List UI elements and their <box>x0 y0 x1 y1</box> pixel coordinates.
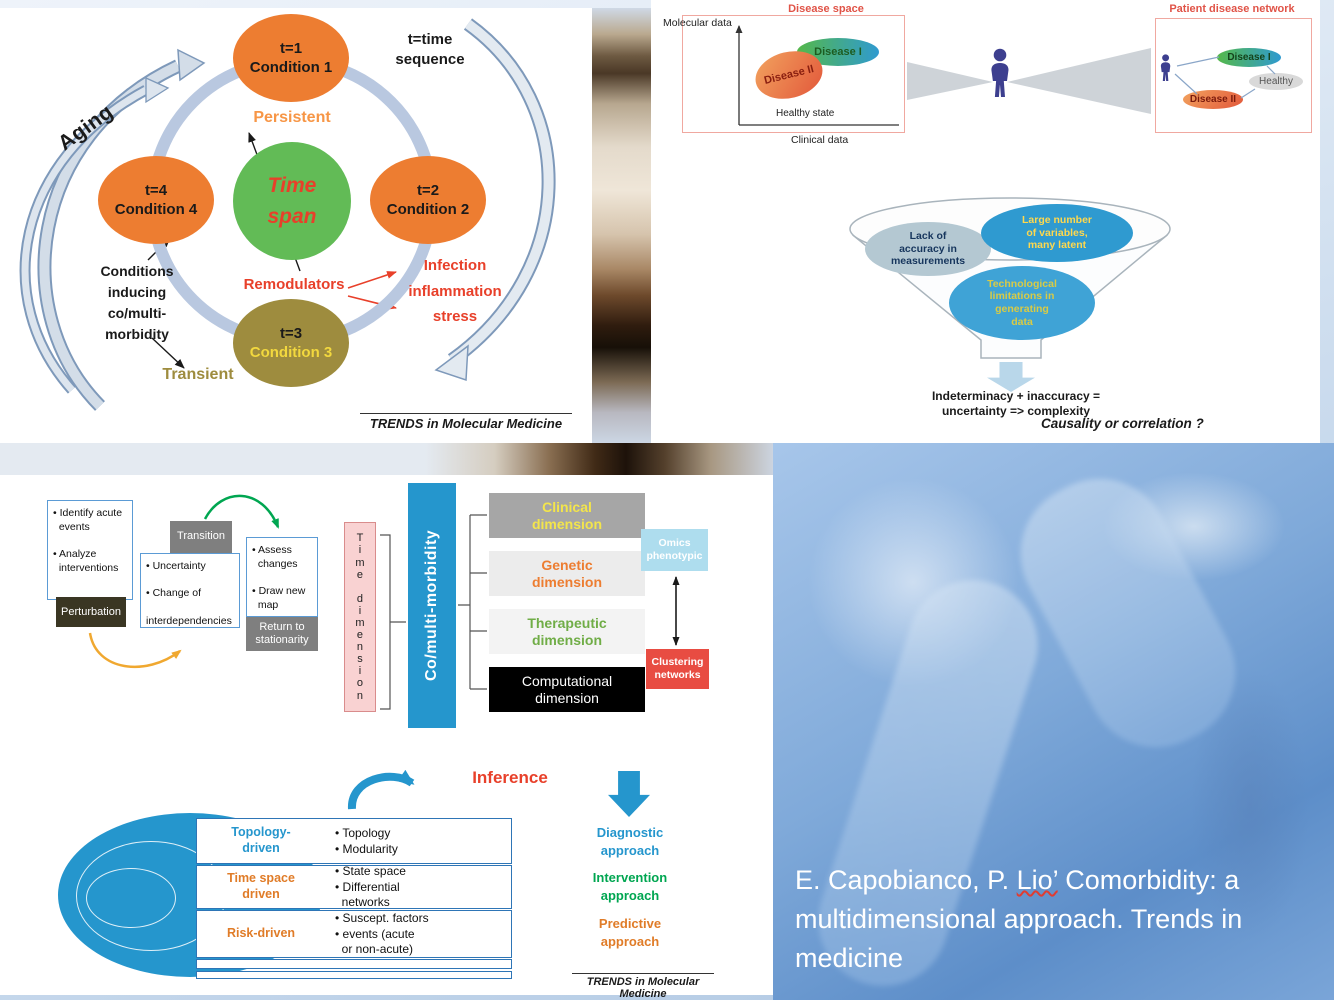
clinical-dimension-box: Clinical dimension <box>489 493 645 538</box>
projection-wedge <box>1007 48 1151 114</box>
condition-node-2: t=2 Condition 2 <box>370 156 486 244</box>
return-stationarity-box: Return to stationarity <box>246 617 318 651</box>
assess-changes-box: • Assess changes • Draw new map <box>246 537 318 617</box>
x-axis-label: Clinical data <box>791 134 849 146</box>
therapeutic-dimension-box: Therapeutic dimension <box>489 609 645 654</box>
diagnostic-approach-label: Diagnostic approach <box>596 825 664 858</box>
node-time: t=3 <box>279 324 303 342</box>
node-name: Condition 2 <box>386 201 470 218</box>
down-arrow-icon <box>987 362 1035 392</box>
condition-node-4: t=4 Condition 4 <box>98 156 214 244</box>
time-cycle-panel: Time span t=1 Condition 1 t=2 Condition … <box>0 8 592 443</box>
time-sequence-note: t=time sequence <box>395 31 465 69</box>
omics-phenotypic-box: Omics phenotypic <box>641 529 708 571</box>
transition-box: Transition <box>170 521 232 553</box>
node-name: Condition 3 <box>249 344 333 361</box>
infection-label: Infection inflammation stress <box>408 257 502 325</box>
citation-text: E. Capobianco, P. <box>795 865 1017 895</box>
framework-panel: • Identify acute events • Analyze interv… <box>0 475 773 1000</box>
bracket <box>380 534 406 710</box>
indeterminacy-note: Indeterminacy + inaccuracy = uncertainty… <box>931 389 1101 418</box>
background-eye-strip <box>592 8 651 443</box>
table-row-empty <box>196 971 512 979</box>
table-row-timespace: Time space driven • State space • Differ… <box>196 864 512 910</box>
chromosome-shape <box>996 454 1260 772</box>
nested-ellipse <box>86 868 176 928</box>
aging-arrowhead-icon <box>177 48 206 82</box>
node-time: t=2 <box>416 181 440 199</box>
network-disease1-node: Disease I <box>1217 48 1281 67</box>
row-items: • State space • Differential networks <box>335 864 406 910</box>
table-row-topology: Topology- driven • Topology • Modularity <box>196 818 512 864</box>
aging-label: Aging <box>53 100 118 156</box>
healthy-state-label: Healthy state <box>776 108 835 119</box>
condition-node-3: t=3 Condition 3 <box>233 299 349 387</box>
time-dimension-bar: T i m e d i m e n s i o n <box>344 522 376 712</box>
node-time: t=4 <box>144 181 168 199</box>
clustering-networks-box: Clustering networks <box>646 649 709 689</box>
comorbidity-label: Co/multi-morbidity <box>423 529 440 682</box>
y-axis-label: Molecular data <box>663 17 732 29</box>
citation: E. Capobianco, P. Lio’ Comorbidity: a mu… <box>795 861 1323 978</box>
node-time: t=1 <box>279 39 303 57</box>
condition-node-1: t=1 Condition 1 <box>233 14 349 102</box>
transient-label: Transient <box>162 366 234 383</box>
funnel-tech-ellipse: Technological limitations in generating … <box>949 266 1095 340</box>
table-row-empty <box>196 959 512 969</box>
perturbation-arrow <box>88 632 182 669</box>
citation-text: Comorbidity: a multidimensional approach… <box>795 865 1243 974</box>
projection-wedge <box>907 62 993 100</box>
funnel-lack-ellipse: Lack of accuracy in measurements <box>865 222 991 276</box>
inference-label: Inference <box>472 768 548 787</box>
node-name: Condition 4 <box>114 201 198 218</box>
funnel-variables-ellipse: Large number of variables, many latent <box>981 204 1133 262</box>
table-row-risk: Risk-driven • Suscept. factors • events … <box>196 910 512 958</box>
row-items: • Topology • Modularity <box>335 826 398 856</box>
inference-arrow <box>348 769 415 810</box>
conditions-note: Conditions inducing co/multi- morbidity <box>100 263 174 342</box>
journal-caption: TRENDS in Molecular Medicine <box>572 973 714 1000</box>
computational-dimension-box: Computational dimension <box>489 667 645 712</box>
intervention-approach-label: Intervention approach <box>592 870 668 903</box>
row-label: Time space driven <box>227 871 295 901</box>
node-name: Condition 1 <box>249 59 333 76</box>
disease-space-panel: Disease space Patient disease network Mo… <box>651 0 1320 443</box>
uncertainty-box: • Uncertainty • Change of interdependenc… <box>140 553 240 628</box>
down-arrow-icon <box>608 771 650 817</box>
background-eye-strip <box>0 443 773 475</box>
persistent-label: Persistent <box>253 109 331 126</box>
network-healthy-node: Healthy <box>1249 73 1303 90</box>
causality-question: Causality or correlation ? <box>1041 416 1204 431</box>
network-disease2-node: Disease II <box>1183 90 1243 109</box>
genetic-dimension-box: Genetic dimension <box>489 551 645 596</box>
identify-events-box: • Identify acute events • Analyze interv… <box>47 500 133 600</box>
disease-space-title: Disease space <box>788 3 864 15</box>
bracket <box>458 514 487 690</box>
perturbation-box: Perturbation <box>56 597 126 627</box>
person-icon <box>991 48 1009 97</box>
patient-network-title: Patient disease network <box>1169 3 1295 15</box>
journal-caption: TRENDS in Molecular Medicine <box>360 413 572 431</box>
remodulators-label: Remodulators <box>243 276 345 293</box>
predictive-approach-label: Predictive approach <box>598 916 662 949</box>
background-photo <box>773 443 1334 1000</box>
comorbidity-bar: Co/multi-morbidity <box>408 483 456 728</box>
time-span-circle: Time span <box>233 142 351 260</box>
row-items: • Suscept. factors • events (acute or no… <box>335 911 429 957</box>
citation-author-misspelled: Lio’ <box>1016 865 1058 895</box>
sequence-arrowhead-icon <box>434 344 469 382</box>
row-label: Risk-driven <box>226 926 296 941</box>
time-span-label: Time span <box>267 173 317 229</box>
row-label: Topology- driven <box>231 825 291 855</box>
